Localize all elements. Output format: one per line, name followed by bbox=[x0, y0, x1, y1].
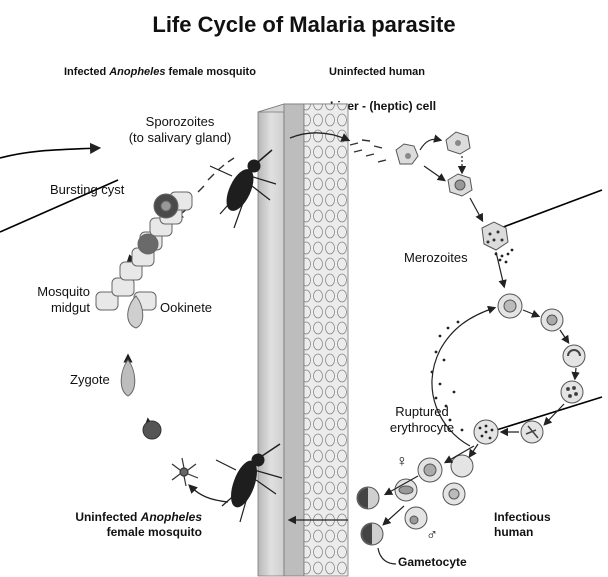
label-ruptured-erythrocyte: Ruptured erythrocyte bbox=[374, 404, 470, 436]
liver-stage-cells bbox=[396, 132, 508, 250]
label-uninfected-line2: female mosquito bbox=[40, 525, 202, 540]
label-uninfected-mosquito: Uninfected Anopheles female mosquito bbox=[40, 510, 202, 540]
label-infectious-human: Infectious human bbox=[494, 510, 551, 540]
label-gametocyte: Gametocyte bbox=[398, 554, 467, 570]
label-zygote: Zygote bbox=[70, 372, 110, 388]
zygote-shape bbox=[121, 360, 135, 396]
skin-section bbox=[258, 104, 348, 576]
liver-dashes bbox=[350, 140, 386, 162]
label-ruptured-line1: Ruptured bbox=[374, 404, 470, 420]
label-infectious-line2: human bbox=[494, 525, 551, 540]
gamete-cell bbox=[143, 421, 161, 439]
label-ookinete: Ookinete bbox=[160, 300, 212, 316]
erythrocytic-cells bbox=[474, 294, 585, 444]
label-ruptured-line2: erythrocyte bbox=[374, 420, 470, 436]
label-midgut-line1: Mosquito bbox=[10, 284, 90, 300]
label-merozoites: Merozoites bbox=[404, 250, 468, 266]
midgut-cells bbox=[96, 192, 192, 310]
label-uninfected-prefix: Uninfected bbox=[75, 510, 140, 524]
female-symbol: ♀ bbox=[396, 454, 408, 470]
label-uninfected-genus: Anopheles bbox=[141, 510, 202, 524]
label-midgut-line2: midgut bbox=[10, 300, 90, 316]
label-infectious-line1: Infectious bbox=[494, 510, 551, 525]
label-sporozoites-line2: (to salivary gland) bbox=[118, 130, 242, 146]
label-mosquito-midgut: Mosquito midgut bbox=[10, 284, 90, 316]
male-symbol: ♂ bbox=[426, 528, 438, 544]
label-sporozoites: Sporozoites (to salivary gland) bbox=[118, 114, 242, 146]
gametocyte-cells bbox=[357, 455, 473, 545]
label-bursting-cyst: Bursting cyst bbox=[50, 182, 124, 198]
microgamete-star bbox=[172, 458, 198, 486]
label-sporozoites-line1: Sporozoites bbox=[118, 114, 242, 130]
